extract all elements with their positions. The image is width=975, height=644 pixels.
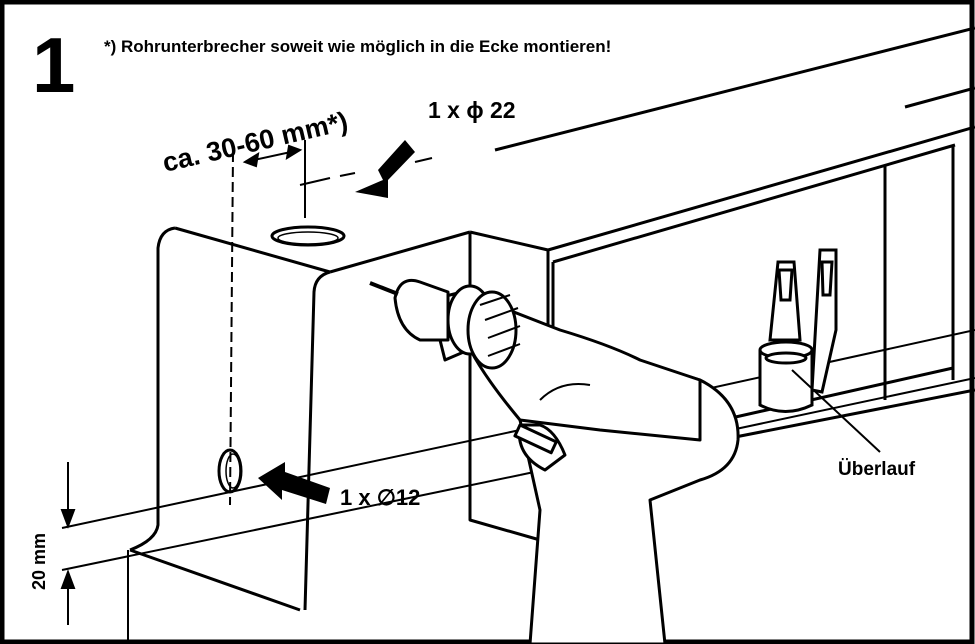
hole-front-label: 1 x ∅12 bbox=[340, 485, 420, 510]
top-hole-inner bbox=[277, 231, 339, 245]
top-hole-arrow bbox=[355, 140, 415, 198]
overflow-label: Überlauf bbox=[838, 459, 916, 480]
wall-lines bbox=[494, 26, 975, 152]
top-hole-axis bbox=[299, 157, 433, 186]
distance-dimension bbox=[229, 140, 306, 506]
top-hole bbox=[270, 225, 346, 247]
step-note: *) Rohrunterbrecher soweit wie möglich i… bbox=[104, 37, 611, 56]
cistern-body bbox=[129, 226, 471, 612]
drill bbox=[369, 278, 740, 644]
front-hole-arrow bbox=[258, 462, 330, 504]
height-dimension bbox=[60, 462, 76, 625]
overflow-pipe bbox=[758, 248, 838, 413]
hole-top-label: 1 x ϕ 22 bbox=[428, 97, 516, 123]
step-number: 1 bbox=[32, 21, 75, 109]
drill-details bbox=[479, 294, 591, 401]
overflow-leader bbox=[791, 369, 881, 453]
height-label: 20 mm bbox=[29, 533, 49, 590]
front-hole-inner bbox=[225, 453, 241, 489]
